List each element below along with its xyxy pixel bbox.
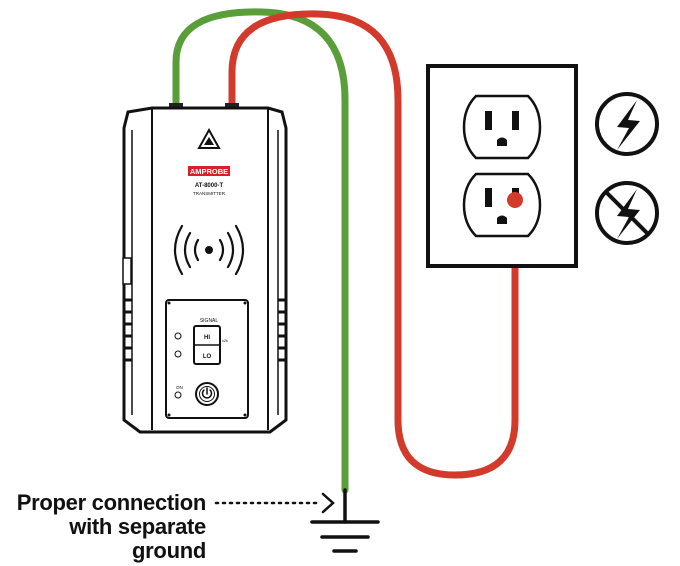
model-text: AT-8000-T (195, 183, 224, 189)
connection-caption: Proper connection with separate ground (16, 490, 207, 563)
hi-indicator-led (174, 332, 182, 340)
device-type-text: TRANSMITTER (193, 191, 226, 196)
signal-label: SIGNAL (200, 318, 219, 324)
caption-line-1: Proper connection (16, 490, 207, 515)
ground-symbol-icon (310, 488, 380, 553)
warning-triangle-icon (197, 127, 221, 149)
red-test-lead (228, 10, 519, 479)
hi-label: HI (204, 335, 210, 341)
on-label: ON (176, 385, 183, 390)
on-indicator-led (174, 391, 182, 399)
green-test-lead (172, 8, 349, 494)
caption-line-3: ground (132, 538, 206, 563)
brand-text: AMPROBE (190, 167, 228, 176)
brand-badge (188, 166, 230, 176)
lo-indicator-led (174, 350, 182, 358)
hi-lo-switch[interactable] (193, 325, 221, 365)
wall-outlet (426, 64, 578, 268)
no-live-voltage-icon (595, 181, 659, 245)
live-voltage-icon (595, 92, 659, 156)
red-probe-tip (507, 192, 523, 208)
signal-waves-icon (173, 224, 245, 276)
dotted-arrow (214, 492, 335, 514)
mode-label: x2k (222, 339, 228, 343)
lo-label: LO (203, 354, 212, 360)
caption-line-2: with separate (69, 514, 206, 539)
power-icon (201, 387, 213, 399)
